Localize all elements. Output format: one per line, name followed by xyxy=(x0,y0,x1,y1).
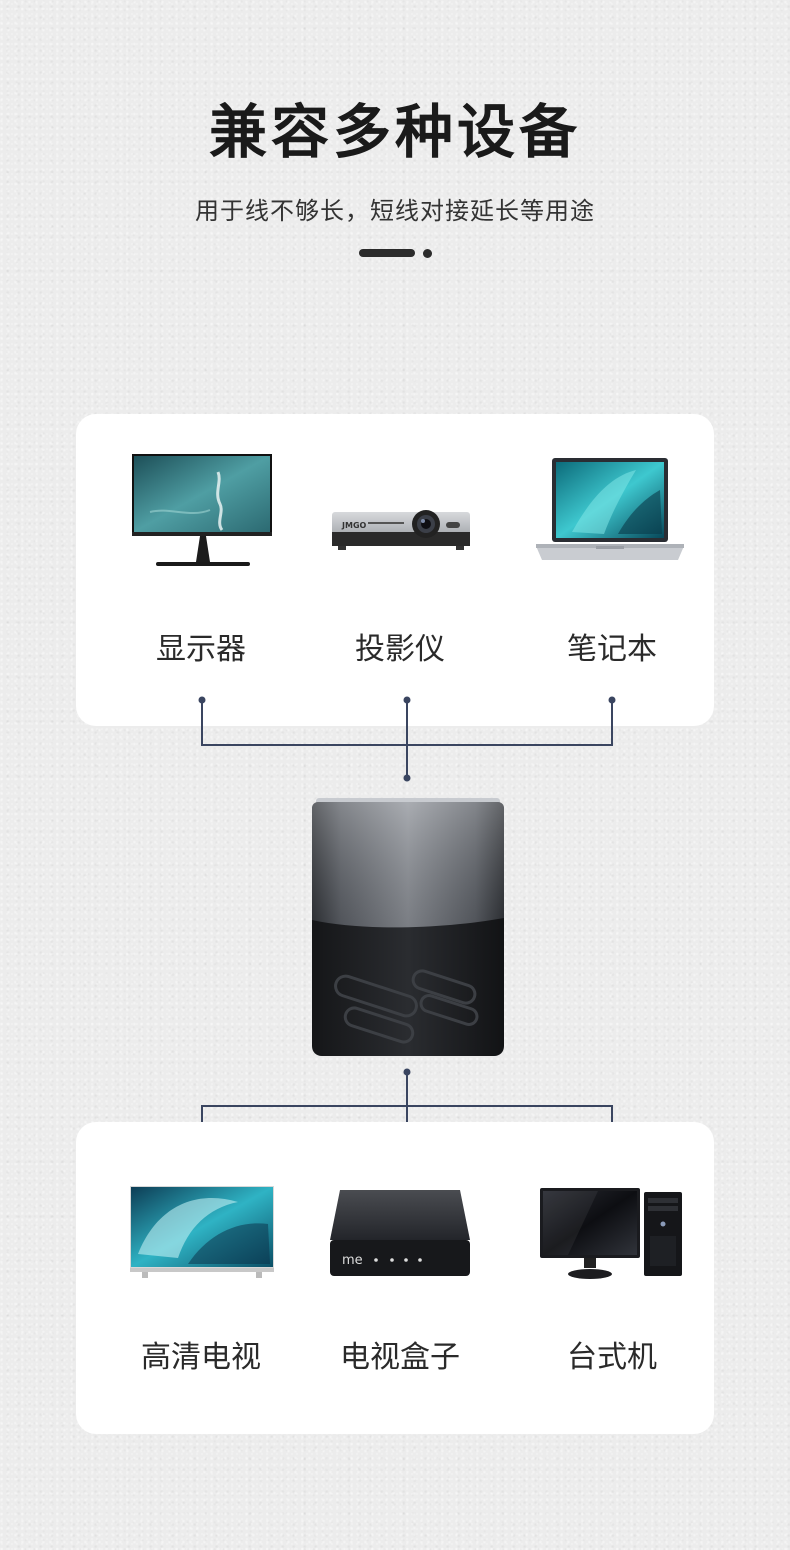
tv-icon xyxy=(130,1186,274,1278)
page-subtitle: 用于线不够长，短线对接延长等用途 xyxy=(195,197,595,225)
device-label-tv-box: 电视盒子 xyxy=(340,1340,460,1375)
projector-brand-logo: JMGO xyxy=(341,521,367,530)
adapter-icon xyxy=(312,798,504,1056)
output-devices-card: JMGO 显示器 投影仪 笔记本 xyxy=(76,414,714,726)
decor-dash xyxy=(359,249,415,257)
desktop-computer-icon xyxy=(540,1188,682,1279)
projector-icon: JMGO xyxy=(332,510,470,550)
device-label-projector: 投影仪 xyxy=(355,632,445,667)
laptop-icon xyxy=(536,458,684,560)
device-label-tv: 高清电视 xyxy=(141,1340,261,1375)
device-label-laptop: 笔记本 xyxy=(567,632,657,667)
tv-box-icon: me xyxy=(330,1190,470,1276)
input-devices-card: me 高清电视 电视盒子 台式机 xyxy=(76,1122,714,1434)
decor-dot xyxy=(423,249,432,258)
device-label-monitor: 显示器 xyxy=(156,632,246,667)
device-label-desktop: 台式机 xyxy=(567,1340,657,1375)
monitor-icon xyxy=(132,454,272,566)
page-title: 兼容多种设备 xyxy=(208,98,581,166)
tv-box-brand-logo: me xyxy=(342,1253,363,1268)
